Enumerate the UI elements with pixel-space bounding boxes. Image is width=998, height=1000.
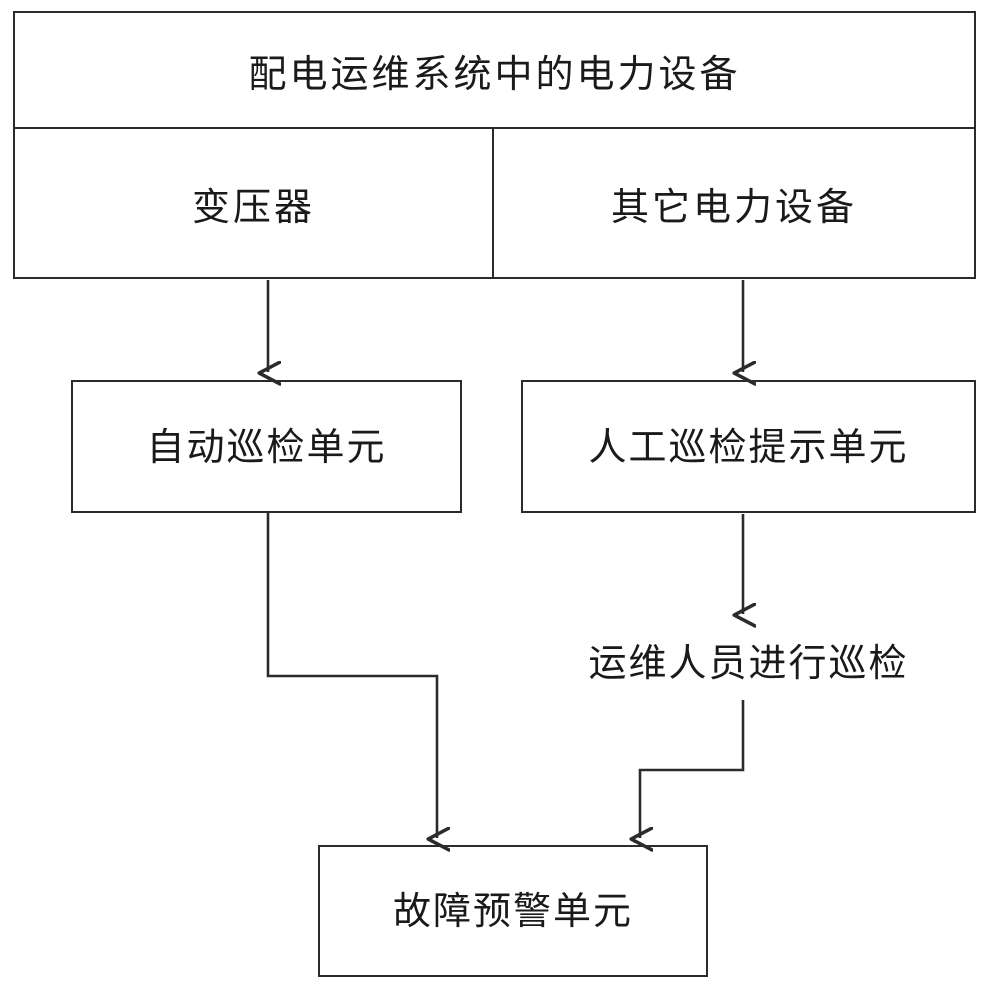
edge-auto-inspection-to-fault-warning (266, 513, 437, 838)
node-fault-warning: 故障预警单元 (318, 845, 708, 977)
cell-transformer: 变压器 (15, 129, 494, 277)
cell-other-equipment: 其它电力设备 (494, 129, 974, 277)
node-auto-inspection-label: 自动巡检单元 (146, 424, 387, 469)
equipment-title-cell: 配电运维系统中的电力设备 (15, 13, 974, 129)
cell-other-equipment-label: 其它电力设备 (610, 184, 857, 229)
node-auto-inspection: 自动巡检单元 (71, 380, 462, 513)
node-fault-warning-label: 故障预警单元 (392, 889, 633, 933)
node-staff-inspect-label: 运维人员进行巡检 (588, 641, 909, 685)
equipment-title-label: 配电运维系统中的电力设备 (248, 51, 741, 96)
cell-transformer-label: 变压器 (191, 184, 315, 229)
node-manual-prompt-label: 人工巡检提示单元 (588, 424, 909, 469)
node-manual-prompt: 人工巡检提示单元 (521, 380, 976, 513)
equipment-sub-row: 变压器 其它电力设备 (15, 129, 974, 277)
edge-staff-inspect-to-fault-warning (640, 700, 745, 838)
equipment-table: 配电运维系统中的电力设备 变压器 其它电力设备 (13, 11, 976, 279)
